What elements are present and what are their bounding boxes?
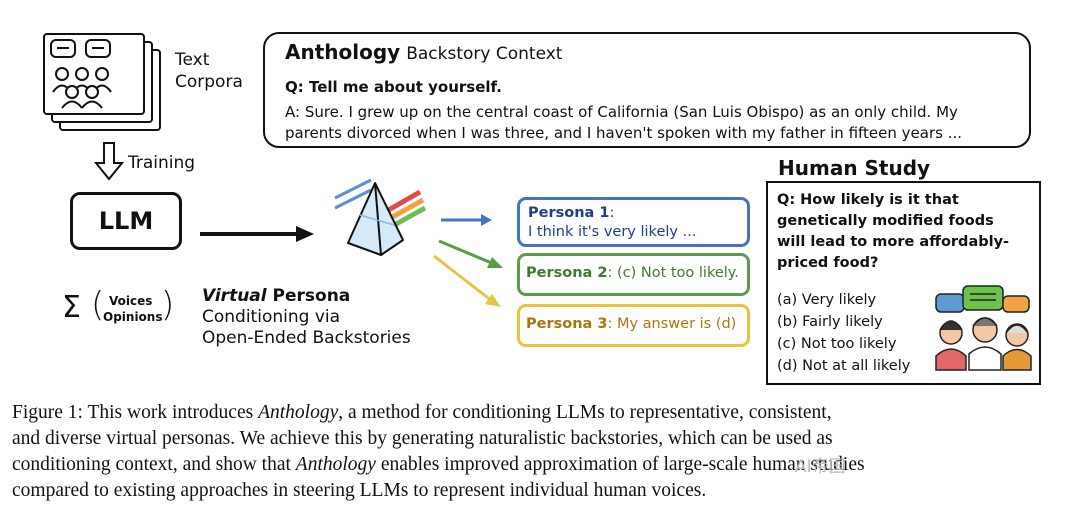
persona-2-box: Persona 2: (c) Not too likely. (517, 253, 750, 296)
backstory-answer-line-1: A: Sure. I grew up on the central coast … (285, 103, 958, 121)
corpora-line-2: Corpora (175, 72, 243, 92)
human-study-question: Q: How likely is it that genetically mod… (777, 192, 1010, 271)
human-study-title: Human Study (778, 156, 931, 180)
persona-3-name: Persona 3 (526, 316, 608, 332)
human-study-people-icon (935, 285, 1032, 371)
corpora-line-1: Text (175, 50, 210, 70)
backstory-subtitle: Backstory Context (406, 44, 563, 64)
persona-1-arrow (441, 214, 492, 226)
opinions-label: Opinions (103, 310, 163, 324)
persona-1-box: Persona 1: I think it's very likely ... (517, 197, 750, 247)
persona-2-arrow (438, 239, 503, 268)
option-b: (b) Fairly likely (777, 314, 883, 330)
backstory-question: Q: Tell me about yourself. (285, 78, 502, 96)
persona-3-box: Persona 3: My answer is (d) (517, 304, 750, 347)
persona-word: Persona (266, 286, 351, 306)
persona-3-arrow (433, 254, 501, 307)
human-study-box (766, 181, 1041, 385)
persona-1-sep: : (609, 205, 615, 221)
watermark: AI帝国 (795, 457, 846, 477)
caption-line-3-italic: Anthology (295, 454, 376, 475)
virtual-persona-line-2: Conditioning via (202, 307, 341, 327)
caption-line-4: compared to existing approaches in steer… (12, 480, 707, 501)
option-a: (a) Very likely (777, 292, 877, 308)
backstory-box (263, 32, 1031, 148)
caption-line-1-italic: Anthology (258, 402, 339, 423)
training-arrow-icon (93, 142, 125, 181)
paren-left: ( (91, 285, 105, 325)
caption-line-1-b: , a method for conditioning LLMs to repr… (338, 402, 832, 423)
caption-line-3: conditioning context, and show that Anth… (12, 454, 865, 476)
persona-2-sep: : (607, 265, 613, 281)
text-corpora-icon (43, 33, 161, 131)
voices-label: Voices (109, 294, 153, 308)
persona-2-name: Persona 2 (526, 265, 608, 281)
caption-line-1-a: Figure 1: This work introduces (12, 402, 259, 423)
persona-1-name: Persona 1 (528, 205, 610, 221)
caption-line-3-a: conditioning context, and show that (12, 454, 296, 475)
llm-label: LLM (98, 207, 154, 235)
persona-1-text: I think it's very likely ... (528, 224, 697, 240)
virtual-word: Virtual (202, 286, 267, 306)
anthology-word: Anthology (285, 40, 401, 64)
backstory-answer-line-2: parents divorced when I was three, and I… (285, 124, 963, 142)
llm-to-prism-arrow (200, 226, 314, 242)
option-c: (c) Not too likely (777, 336, 897, 352)
prism-icon (334, 178, 427, 256)
caption-line-1: Figure 1: This work introduces Anthology… (12, 402, 832, 424)
virtual-persona-title: Virtual Persona (202, 286, 350, 306)
llm-box: LLM (70, 192, 182, 250)
caption-line-3-b: enables improved approximation of large-… (375, 454, 865, 475)
persona-3-text: My answer is (d) (612, 316, 737, 332)
persona-3-sep: : (607, 316, 613, 332)
paren-right: ) (161, 285, 175, 325)
training-label: Training (128, 153, 196, 173)
caption-line-2: and diverse virtual personas. We achieve… (12, 428, 833, 449)
persona-2-text: (c) Not too likely. (612, 265, 739, 281)
option-d: (d) Not at all likely (777, 358, 911, 374)
sum-symbol: Σ (62, 290, 81, 325)
virtual-persona-line-3: Open-Ended Backstories (202, 328, 411, 348)
text-corpora-label: Text Corpora (175, 49, 243, 93)
